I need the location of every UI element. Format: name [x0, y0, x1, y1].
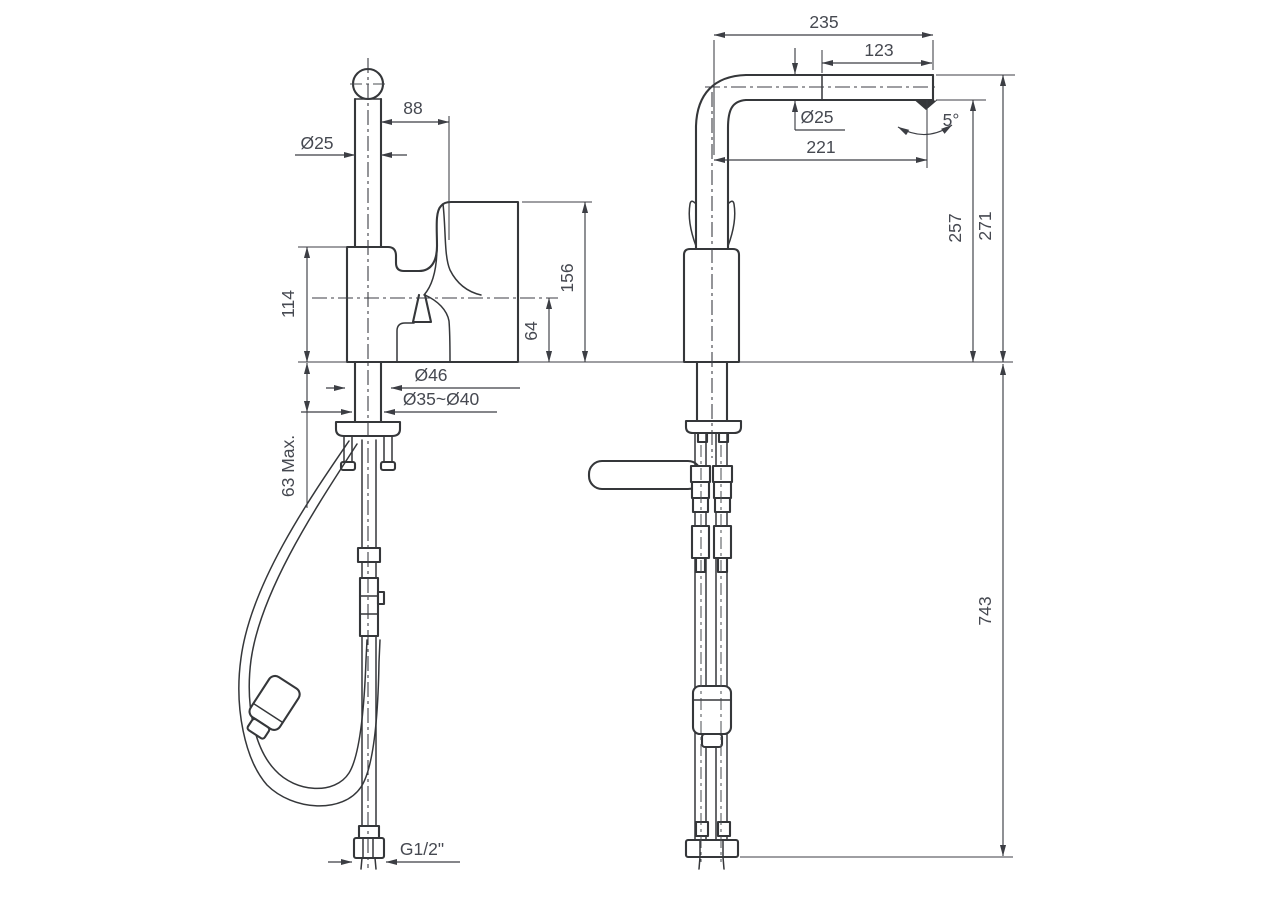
- dim-front-spout-offset: 88: [403, 98, 422, 118]
- dim-side-height-top: 271: [975, 211, 995, 240]
- dim-side-hose-drop: 743: [975, 596, 995, 625]
- dim-side-tube-diameter: Ø25: [800, 107, 833, 127]
- pullout-hose-outer: [238, 440, 381, 807]
- dim-front-max-deck-thickness: 63 Max.: [278, 435, 298, 497]
- side-view: [565, 73, 1013, 870]
- thread-nut-front: [352, 836, 386, 860]
- dim-side-total-reach: 235: [809, 12, 838, 32]
- dim-front-outlet-height: 64: [521, 321, 541, 341]
- dim-front-hole-diameter: Ø35~Ø40: [403, 389, 480, 409]
- aerator-nozzle: [915, 100, 937, 110]
- pullout-hose-inner: [248, 443, 368, 790]
- front-view-dimensions: Ø25 88 114 156 64 Ø46 Ø35~Ø40 63 Max. G1…: [278, 98, 592, 866]
- dim-front-pipe-diameter: Ø25: [300, 133, 333, 153]
- dim-front-base-diameter: Ø46: [414, 365, 447, 385]
- hose-weight-side: [691, 684, 733, 749]
- hose-weight-front: [246, 674, 301, 740]
- dim-front-supply-thread: G1/2": [400, 839, 444, 859]
- dim-front-spout-body-height: 156: [557, 263, 577, 292]
- dim-front-body-height: 114: [278, 290, 298, 318]
- hose-end-connector: [684, 838, 740, 859]
- dim-side-height-underside: 257: [945, 213, 965, 242]
- faucet-body-front: [345, 200, 520, 364]
- dim-side-swivel-angle: 5°: [943, 110, 960, 130]
- handle-front: [411, 293, 433, 324]
- mounting-flange-side: [684, 419, 743, 435]
- front-view: [238, 58, 592, 870]
- swivel-arc: [897, 124, 953, 136]
- dim-side-outlet-reach: 221: [806, 137, 835, 157]
- handle-side: [587, 459, 703, 491]
- side-view-dimensions: 235 123 Ø25 221 5° 257 271 743: [713, 12, 1015, 857]
- dim-side-wand-length: 123: [864, 40, 893, 60]
